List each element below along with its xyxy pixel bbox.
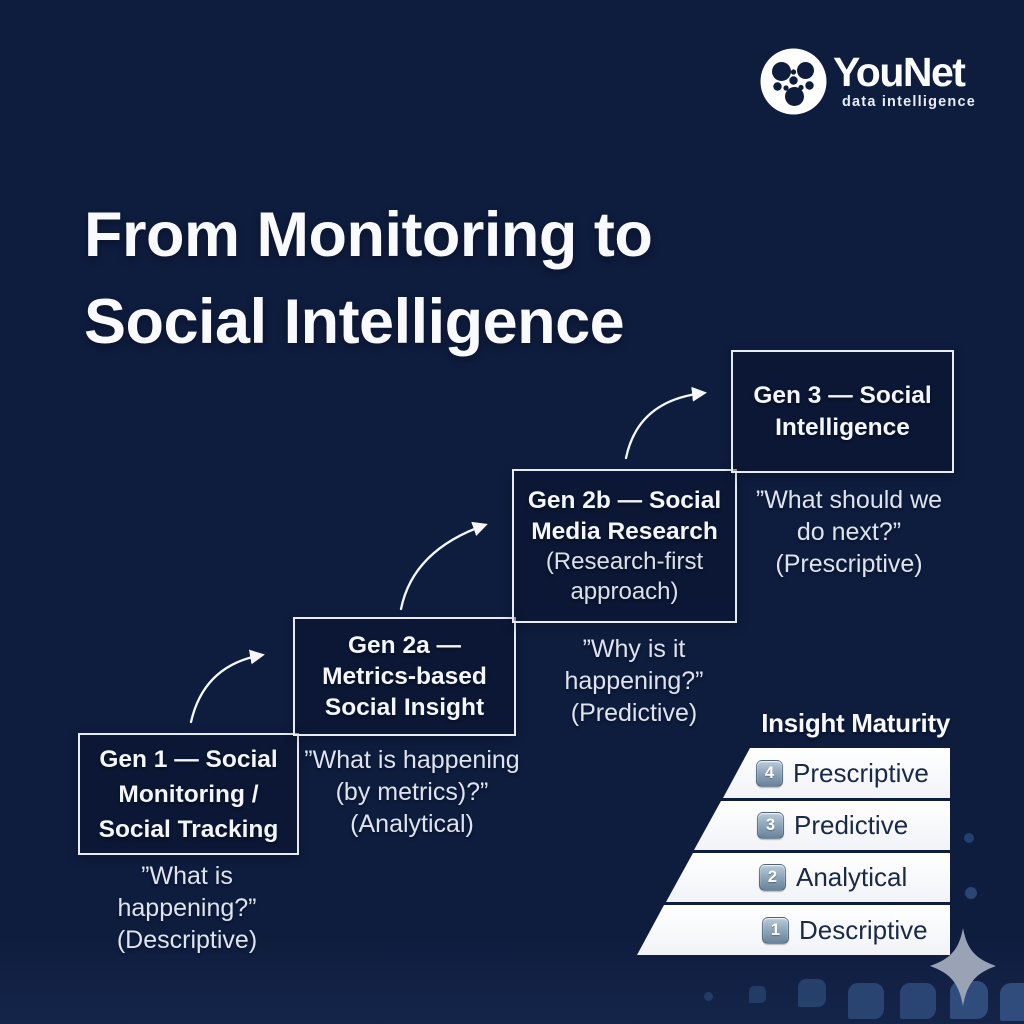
caption-line: happening?” xyxy=(564,667,704,695)
caption-line: ”Why is it xyxy=(582,635,686,663)
page-title-line1: From Monitoring to xyxy=(84,200,653,270)
stage-title-line: Gen 2a — xyxy=(347,632,461,659)
caption-line: (Predictive) xyxy=(570,699,698,727)
stage-title-line: Social Tracking xyxy=(98,815,279,843)
stage-box-gen1: Gen 1 — Social Monitoring / Social Track… xyxy=(78,733,299,855)
stage-title-line: Social Insight xyxy=(324,694,485,721)
bottom-blob-decoration xyxy=(950,981,988,1019)
level-number-badge: 4 xyxy=(756,759,783,787)
maturity-level-analytical: 2 Analytical xyxy=(666,853,950,902)
level-number-badge: 2 xyxy=(759,864,786,891)
bottom-blob-decoration xyxy=(1000,983,1024,1021)
caption-line: (Descriptive) xyxy=(116,926,258,954)
caption-line: (by metrics)?” xyxy=(335,778,489,806)
bottom-dot-decoration xyxy=(704,992,713,1001)
caption-line: ”What is happening xyxy=(304,746,520,774)
level-label: Predictive xyxy=(794,810,909,840)
level-number-badge: 1 xyxy=(762,916,789,944)
maturity-level-descriptive: 1 Descriptive xyxy=(637,905,950,955)
side-dot-decoration xyxy=(965,887,977,899)
stage-box-gen3: Gen 3 — Social Intelligence xyxy=(731,350,954,473)
stage-caption-gen1: ”What is happening?” (Descriptive) xyxy=(55,860,319,956)
stage-title-line: Media Research xyxy=(531,518,718,545)
bottom-blob-decoration xyxy=(798,979,826,1007)
growth-arrow-icon xyxy=(399,521,488,611)
bottom-blob-decoration xyxy=(749,986,766,1003)
stage-caption-gen2a: ”What is happening (by metrics)?” (Analy… xyxy=(280,744,544,840)
maturity-level-predictive: 3 Predictive xyxy=(694,801,950,850)
younet-logo-icon xyxy=(760,48,827,115)
growth-arrow-icon xyxy=(624,386,707,460)
stage-title-line: Gen 3 — Social xyxy=(753,381,932,409)
logo: YouNet data intelligence xyxy=(760,48,976,115)
stage-title-line: Intelligence xyxy=(775,413,910,441)
growth-arrow-icon xyxy=(189,649,265,724)
insight-maturity-title: Insight Maturity xyxy=(761,708,950,738)
stage-caption-gen2b: ”Why is it happening?” (Predictive) xyxy=(502,633,766,729)
stage-title-line: Monitoring / xyxy=(118,780,259,808)
stage-subtitle-line: (Research-first xyxy=(545,548,704,575)
stage-box-gen2a: Gen 2a — Metrics-based Social Insight xyxy=(293,617,516,736)
stage-box-gen2b: Gen 2b — Social Media Research (Research… xyxy=(512,469,737,623)
bottom-blob-decoration xyxy=(900,983,936,1019)
stage-subtitle-line: approach) xyxy=(570,578,679,605)
caption-line: (Analytical) xyxy=(350,810,474,838)
sparkle-icon xyxy=(930,928,996,1006)
stage-title-line: Gen 1 — Social xyxy=(99,745,278,773)
level-label: Analytical xyxy=(796,862,908,892)
caption-line: happening?” xyxy=(117,894,257,922)
level-label: Prescriptive xyxy=(793,757,929,788)
level-label: Descriptive xyxy=(799,914,928,945)
stage-title-line: Metrics-based xyxy=(322,663,487,690)
bottom-blob-decoration xyxy=(848,983,884,1019)
caption-line: (Prescriptive) xyxy=(775,550,923,578)
maturity-level-prescriptive: 4 Prescriptive xyxy=(723,748,950,798)
page-title-line2: Social Intelligence xyxy=(84,287,625,357)
caption-line: ”What is xyxy=(141,862,233,890)
caption-line: ”What should we xyxy=(755,486,943,514)
page-title: From Monitoring to Social Intelligence xyxy=(84,192,653,366)
level-number-badge: 3 xyxy=(757,812,784,839)
logo-tagline: data intelligence xyxy=(841,94,976,110)
logo-name: YouNet xyxy=(833,49,966,95)
caption-line: do next?” xyxy=(796,518,902,546)
stage-title-line: Gen 2b — Social xyxy=(527,487,722,514)
side-dot-decoration xyxy=(964,833,974,843)
stage-caption-gen3: ”What should we do next?” (Prescriptive) xyxy=(717,484,981,580)
